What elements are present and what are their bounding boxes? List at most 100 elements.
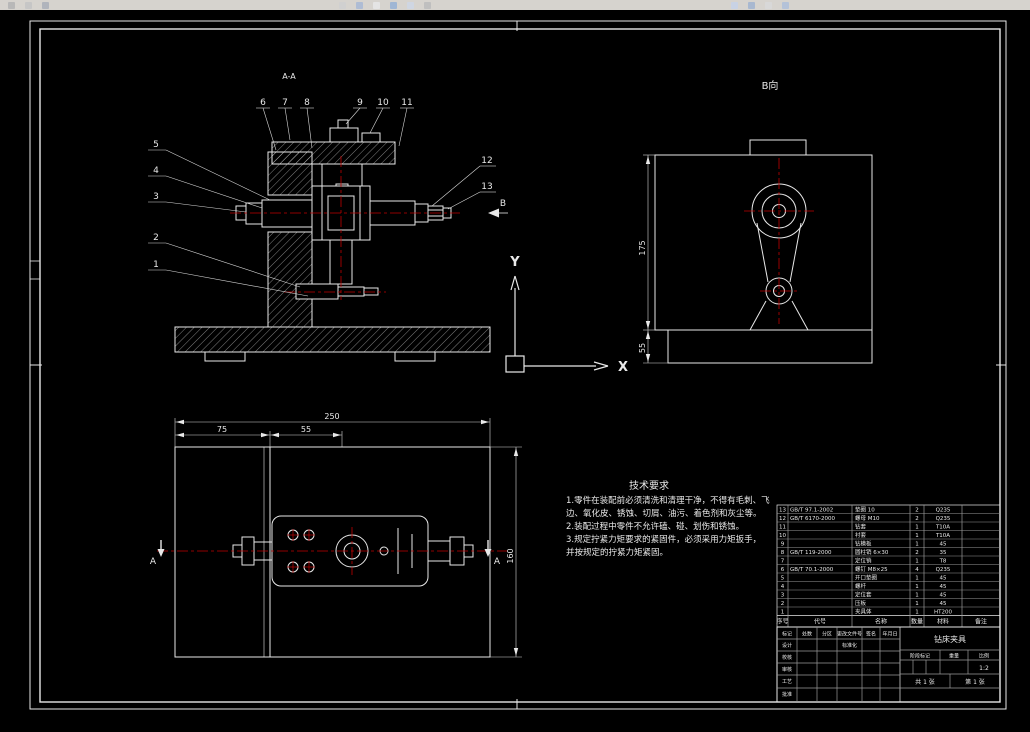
bom-cell: 7 (781, 558, 785, 564)
bom-cell: 开口垫圈 (855, 573, 878, 581)
tech-req-line: 3.规定拧紧力矩要求的紧固件，必须采用力矩扳手， (566, 534, 761, 545)
bom-cell: 35 (940, 550, 947, 556)
tb-cell: 处数 (802, 631, 812, 638)
tb-cell: 标记 (782, 631, 792, 638)
toolbar-icon[interactable] (8, 1, 15, 9)
bom-cell: T10A (935, 533, 950, 539)
bom-cell: 螺钉 M8×25 (855, 565, 888, 573)
tb-cell: 年月日 (882, 631, 897, 638)
toolbar-icon[interactable] (407, 1, 414, 9)
title-block-text: 标记 处数 分区 更改文件号 签名 年月日 设计 校核 审核 工艺 批准 标准化… (782, 631, 989, 699)
sheet-frame (29, 20, 1007, 710)
bom-cell: T10A (935, 524, 950, 530)
view-direction-label: B (500, 199, 506, 209)
bom-cell: 钻套 (855, 522, 867, 530)
axis-y-label: Y (509, 255, 520, 270)
bom-cell: 螺杆 (855, 582, 867, 590)
callout-12: 12 (481, 156, 492, 166)
toolbar-icon[interactable] (25, 1, 32, 9)
tb-cell: 审核 (782, 666, 792, 673)
tb-cell: 签名 (866, 631, 876, 638)
tech-requirements: 技术要求 1.零件在装配前必须清洗和清理干净，不得有毛刺、飞 边、氧化皮、锈蚀、… (566, 479, 770, 558)
bom-cell: 1 (915, 524, 919, 530)
bom-cell: 圆柱销 6×30 (855, 548, 889, 556)
bom-cell: 2 (781, 601, 785, 607)
toolbar-icon[interactable] (390, 1, 397, 9)
plan-overall-dim: 250 (324, 412, 339, 421)
plan-sub2-dim: 55 (301, 425, 311, 434)
callout-13: 13 (481, 182, 492, 192)
tb-cell: 校核 (782, 654, 792, 661)
bom-cell: GB/T 119-2000 (790, 550, 832, 556)
bom-cell: 45 (940, 541, 947, 547)
bom-cell: 1 (915, 541, 919, 547)
toolbar-icon[interactable] (42, 1, 49, 9)
tb-cell: 标准化 (842, 642, 857, 649)
callout-11: 11 (401, 98, 412, 108)
bom-header: 序号 代号 名称 数量 材料 备注 (776, 618, 987, 626)
callout-10: 10 (377, 98, 389, 108)
side-height-dim: 175 (638, 240, 647, 255)
callout-5: 5 (153, 140, 159, 150)
tech-req-line: 1.零件在装配前必须清洗和清理干净，不得有毛刺、飞 (566, 495, 770, 506)
section-mark-left: A (150, 557, 157, 567)
bom-cell: HT200 (934, 609, 952, 615)
toolbar-icon[interactable] (424, 1, 431, 9)
bom-cell: 1 (915, 584, 919, 590)
bom-cell: GB/T 6170-2000 (790, 516, 835, 522)
bom-header-cell: 材料 (937, 618, 949, 626)
section-mark-right: A (494, 557, 501, 567)
toolbar-icon[interactable] (748, 1, 755, 9)
toolbar-icon[interactable] (356, 1, 363, 9)
tech-req-line: 2.装配过程中零件不允许磕、碰、划伤和锈蚀。 (566, 521, 744, 532)
bom-cell: 1 (915, 601, 919, 607)
bom-cell: GB/T 70.1-2000 (790, 567, 834, 573)
callout-6: 6 (260, 98, 266, 108)
bom-cell: 45 (940, 592, 947, 598)
plan-sub1-dim: 75 (217, 425, 227, 434)
bom-cell: 9 (781, 541, 785, 547)
title-block (776, 626, 1001, 703)
bom-cell: 1 (915, 558, 919, 564)
bom-cell: Q235 (936, 507, 951, 513)
bom-cell: 3 (781, 592, 785, 598)
bom-cell: 1 (915, 533, 919, 539)
bom-header-cell: 名称 (875, 618, 887, 626)
bom-cell: 10 (779, 533, 786, 539)
bom-cell: 1 (915, 575, 919, 581)
bom-cell: 4 (781, 584, 785, 590)
front-view-callouts: 5 4 3 2 1 6 7 8 9 10 11 12 13 A-A B (153, 72, 506, 270)
bom-cell: 螺母 M10 (855, 514, 880, 522)
sheet-no: 第 1 张 (965, 678, 985, 686)
bom-cell: 1 (915, 609, 919, 615)
toolbar-icon[interactable] (731, 1, 738, 9)
drawing-title: 钻床夹具 (934, 634, 966, 644)
bom-cell: 45 (940, 584, 947, 590)
tb-cell: 设计 (782, 642, 792, 649)
bom-cell: 夹具体 (855, 607, 872, 615)
tb-cell: 分区 (822, 631, 832, 638)
bom-header-cell: 序号 (776, 618, 788, 626)
toolbar-icon[interactable] (373, 1, 380, 9)
toolbar-icon[interactable] (782, 1, 789, 9)
bom-cell: 8 (781, 550, 785, 556)
bom-cell: 2 (915, 550, 919, 556)
callout-7: 7 (282, 98, 288, 108)
toolbar-icon[interactable] (765, 1, 772, 9)
bom-header-cell: 代号 (814, 618, 826, 626)
toolbar-icon[interactable] (339, 1, 346, 9)
front-view (148, 107, 508, 362)
callout-2: 2 (153, 233, 159, 243)
bom-cell: Q235 (936, 516, 951, 522)
toolbar-strip (0, 0, 1030, 10)
tb-cell: 阶段标记 (910, 653, 930, 660)
callout-8: 8 (304, 98, 310, 108)
bom-cell: Q235 (936, 567, 951, 573)
side-view (643, 139, 873, 364)
bom-cell: 45 (940, 601, 947, 607)
scale-value: 1:2 (979, 665, 989, 672)
plan-depth-dim: 160 (506, 548, 515, 563)
